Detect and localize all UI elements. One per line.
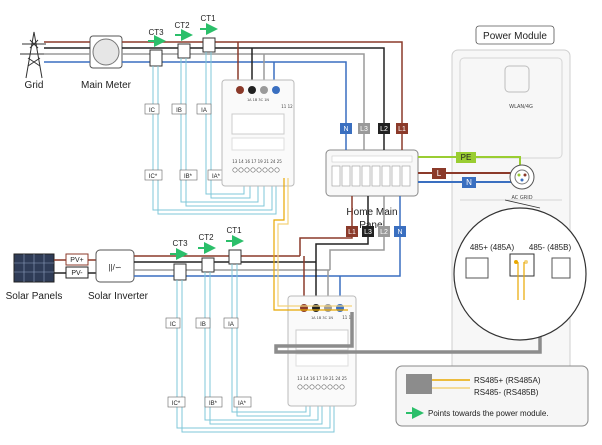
ct-group-bottom: CT3 CT2 CT1 <box>170 226 244 281</box>
solar-panels-label: Solar Panels <box>6 291 63 302</box>
wire-label-ia: IA <box>201 108 207 114</box>
solar-panels-icon <box>13 253 55 283</box>
pe-tag-label: PE <box>461 153 472 162</box>
pv-plus-label: PV+ <box>70 257 83 264</box>
meter-bottom-rs-terminals: 11 12 <box>342 315 354 320</box>
rs485b-port-label: 485- (485B) <box>529 243 572 252</box>
ct1-bottom-label: CT1 <box>226 226 242 235</box>
main-meter-icon <box>89 35 123 69</box>
panel-bottom-tag-l2: L2 <box>380 229 388 236</box>
meter-top-rs-terminals: 11 12 <box>281 104 293 109</box>
l-tag <box>432 168 446 179</box>
panel-top-tag-l1: L1 <box>398 126 406 133</box>
ct1-top-icon <box>202 37 216 53</box>
power-module-title: Power Module <box>483 31 547 42</box>
rs485-link <box>273 178 352 311</box>
wire-label-ic-star-bottom: IC* <box>172 401 181 407</box>
wire-label-ic-star: IC* <box>149 174 158 180</box>
wlan-label: WLAN/4G <box>509 104 533 110</box>
panel-bottom-tags: L1 L3 L2 N <box>346 226 406 237</box>
wire-label-ia-bottom: IA <box>228 322 234 328</box>
pv-minus-tag <box>65 266 89 279</box>
grid-label: Grid <box>25 80 44 91</box>
home-main-panel <box>325 149 419 197</box>
legend-rs485-plus: RS485+ (RS485A) <box>474 376 541 385</box>
wire-label-ib-star-bottom: IB* <box>209 401 218 407</box>
ct2-top-label: CT2 <box>174 21 190 30</box>
inverter-wires <box>134 196 401 300</box>
panel-bottom-tag-l3: L3 <box>364 229 372 236</box>
solar-inverter-label: Solar Inverter <box>88 291 149 302</box>
ct-leads-top <box>152 52 277 215</box>
panel-top-feed <box>345 128 403 150</box>
pv-plus-tag <box>65 253 89 266</box>
rs485-port-zoom <box>453 199 587 341</box>
wire-label-ic: IC <box>149 108 156 114</box>
n-tag <box>462 177 476 188</box>
legend-arrow-note: Points towards the power module. <box>428 409 549 418</box>
panel-top-tag-l3: L3 <box>360 126 368 133</box>
meter-bottom-phase-terminals: 1A 1B 3C 1N <box>311 316 333 320</box>
power-module-antenna <box>504 65 530 93</box>
pe-tag <box>456 152 476 163</box>
power-module-title-box <box>475 25 555 45</box>
smart-meter-top: 1A 1B 3C 1N 11 12 13 14 16 17 19 21 24 2… <box>221 79 295 187</box>
ct2-bottom-icon <box>201 257 215 273</box>
rs485a-port-left <box>465 257 489 279</box>
meter-bottom-terminal-numbers: 13 14 16 17 19 21 24 25 <box>297 376 347 381</box>
wire-label-ia-star-bottom: IA* <box>238 401 247 407</box>
ct3-top-icon <box>149 49 163 67</box>
l-tag-label: L <box>437 169 442 178</box>
ac-grid-connector <box>509 164 535 190</box>
ct-group-top: CT3 CT2 CT1 <box>148 14 218 67</box>
wire-label-ia-star: IA* <box>212 174 221 180</box>
home-panel-label-line2: Panel <box>359 220 385 231</box>
panel-top-tag-l2: L2 <box>380 126 388 133</box>
ct3-bottom-label: CT3 <box>172 239 188 248</box>
rs485b-port-right <box>551 257 571 279</box>
ct2-bottom-label: CT2 <box>198 233 214 242</box>
rs485-port-center <box>509 253 535 277</box>
panel-top-tags: N L3 L2 L1 <box>340 123 408 134</box>
ct-lead-labels-top: IC IB IA IC* IB* IA* <box>144 103 226 181</box>
ct3-top-label: CT3 <box>148 28 164 37</box>
ct2-top-icon <box>177 43 191 59</box>
ct-lead-labels-bottom: IC IB IA IC* IB* IA* <box>165 317 252 408</box>
wire-label-ib-star: IB* <box>184 174 193 180</box>
meter-top-terminal-numbers: 13 14 16 17 19 21 24 25 <box>232 159 282 164</box>
n-tag-label: N <box>466 178 472 187</box>
rs485a-port-label: 485+ (485A) <box>470 243 515 252</box>
solar-inverter-icon <box>95 249 135 283</box>
pv-minus-label: PV- <box>71 270 83 277</box>
meter-top-phase-terminals: 1A 1B 3C 1N <box>247 98 269 102</box>
panel-bottom-tag-n: N <box>397 229 402 236</box>
rs485-cable <box>274 308 542 354</box>
ct1-bottom-icon <box>228 249 242 265</box>
grid-tower-icon <box>20 31 48 79</box>
wire-label-ib: IB <box>176 108 182 114</box>
main-meter-label: Main Meter <box>81 80 132 91</box>
wire-label-ic-bottom: IC <box>170 322 177 328</box>
ct3-bottom-icon <box>173 263 187 281</box>
panel-bottom-tag-l1: L1 <box>348 229 356 236</box>
ct1-top-label: CT1 <box>200 14 216 23</box>
wire-label-ib-bottom: IB <box>200 322 206 328</box>
home-panel-label-line1: Home Main <box>346 207 397 218</box>
panel-top-tag-n: N <box>343 126 348 133</box>
legend: RS485+ (RS485A) RS485- (RS485B) Points t… <box>395 365 589 427</box>
inverter-symbol: ||/∽ <box>108 263 121 272</box>
ac-grid-label: AC GRID <box>511 195 532 201</box>
legend-rs485-minus: RS485- (RS485B) <box>474 388 539 397</box>
